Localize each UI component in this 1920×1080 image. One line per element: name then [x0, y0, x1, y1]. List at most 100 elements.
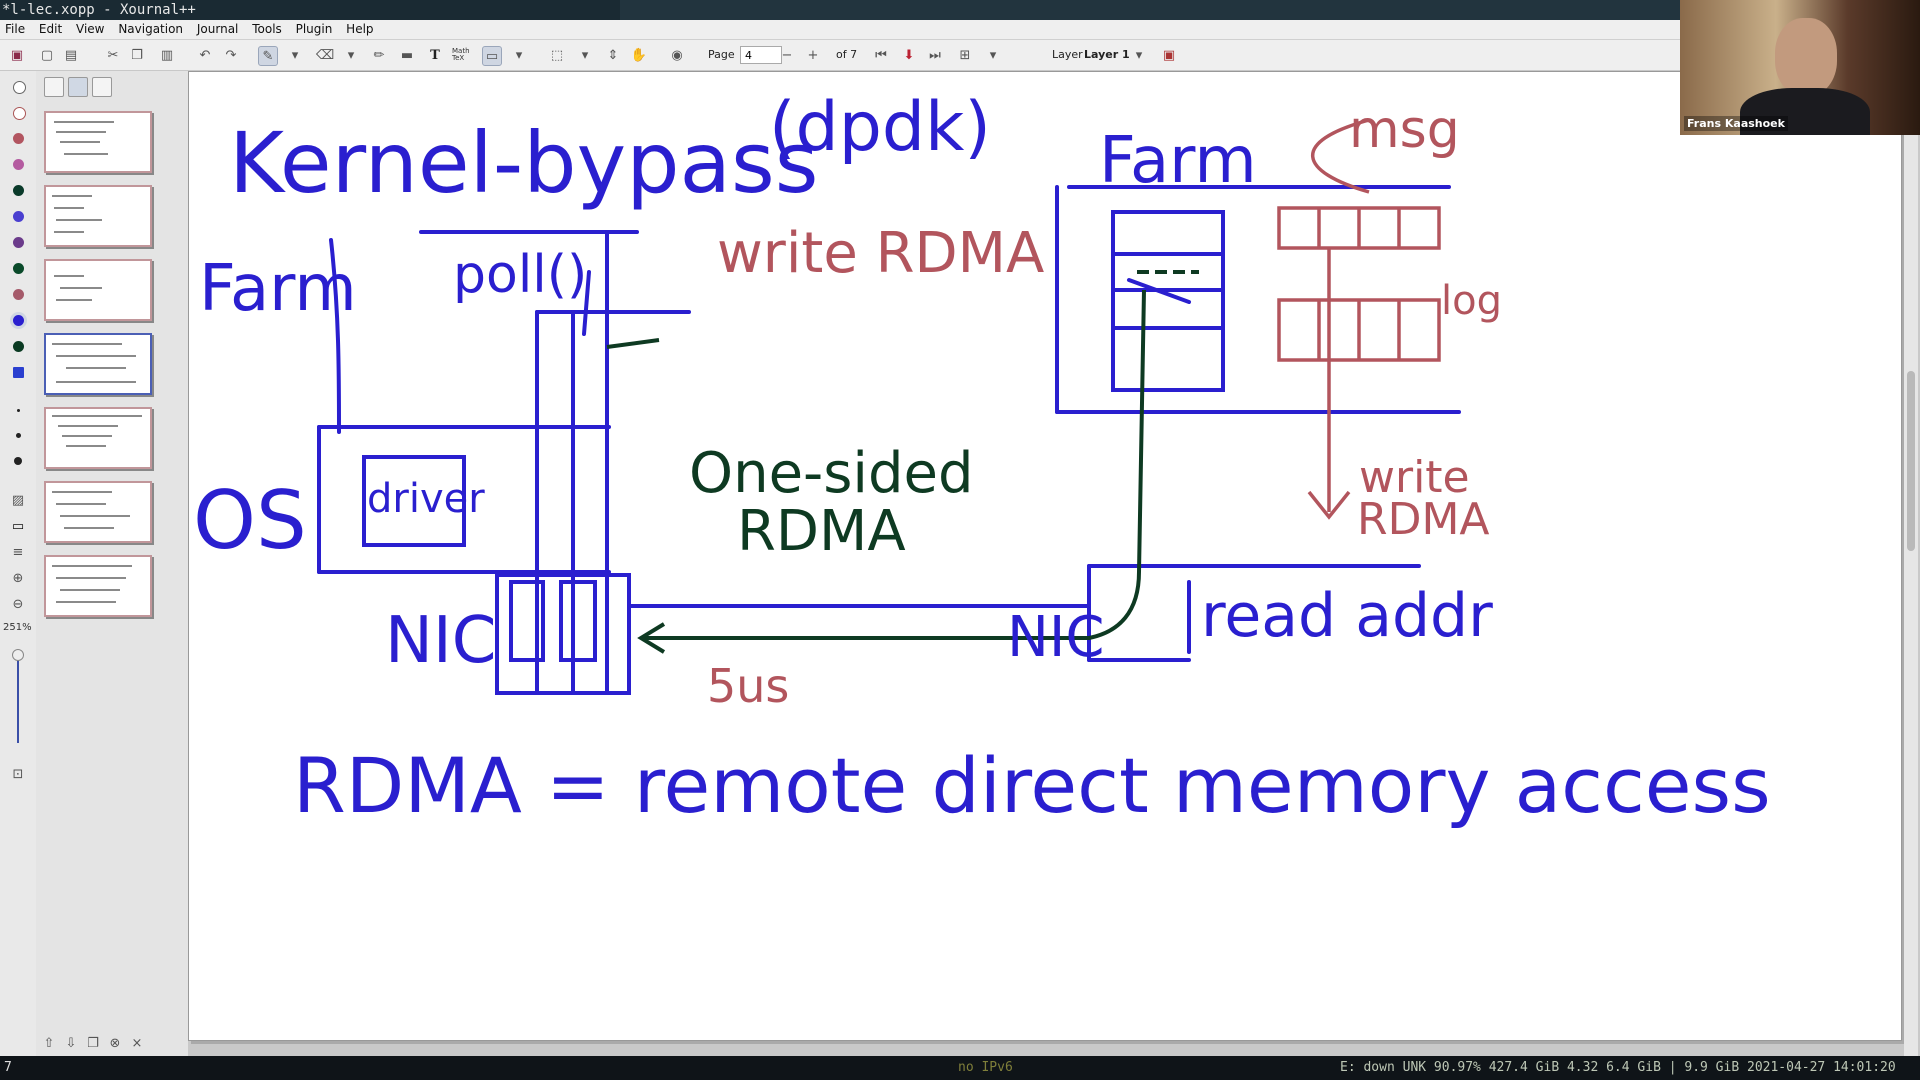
last-page-icon[interactable]: ⏭	[929, 47, 941, 63]
blue-strokes	[317, 185, 1461, 695]
color-green[interactable]	[13, 263, 24, 274]
math-tex-icon[interactable]: Math TeX	[452, 47, 470, 62]
audio-icon[interactable]: ◉	[671, 47, 683, 63]
webcam-overlay: Frans Kaashoek	[1680, 0, 1920, 135]
save-icon[interactable]: ▣	[10, 47, 24, 63]
delete-page-icon[interactable]: ⊗	[109, 1035, 121, 1051]
copy-page-icon[interactable]: ❐	[87, 1035, 99, 1051]
page-down-icon[interactable]: ⇩	[65, 1035, 77, 1051]
menu-journal[interactable]: Journal	[196, 22, 239, 36]
menu-file[interactable]: File	[5, 22, 26, 36]
presenter-body	[1740, 88, 1870, 135]
vertical-scrollbar[interactable]	[1904, 71, 1918, 1056]
redo-icon[interactable]: ↷	[225, 47, 237, 63]
page-number-field[interactable]: 4	[740, 46, 782, 64]
presenter-face	[1775, 18, 1837, 96]
pen-icon[interactable]: ✎	[258, 46, 278, 66]
presenter-name: Frans Kaashoek	[1684, 116, 1788, 131]
page-thumb-5[interactable]	[44, 407, 152, 469]
dpdk-text: (dpdk)	[769, 88, 991, 167]
text-tool-icon[interactable]: T	[430, 47, 440, 63]
tab-page-previews[interactable]	[68, 77, 88, 97]
color-purple[interactable]	[13, 237, 24, 248]
color-blue-violet[interactable]	[13, 211, 24, 222]
tab-outline[interactable]	[44, 77, 64, 97]
title-text: Kernel-bypass	[229, 114, 819, 212]
color-rose[interactable]	[13, 289, 24, 300]
thickness-thin[interactable]	[17, 409, 20, 412]
zoom-in-icon[interactable]: ⊕	[12, 570, 24, 586]
close-sidebar-icon[interactable]: ×	[131, 1035, 143, 1051]
menu-edit[interactable]: Edit	[38, 22, 63, 36]
journal-page[interactable]: Kernel-bypass (dpdk) Farm poll() write R…	[188, 71, 1902, 1041]
page-up-icon[interactable]: ⇧	[43, 1035, 55, 1051]
fill-icon[interactable]: ▨	[11, 492, 25, 508]
menu-tools[interactable]: Tools	[252, 22, 282, 36]
paste-icon[interactable]: ▥	[160, 47, 174, 63]
color-red[interactable]	[13, 133, 24, 144]
page-thumb-4[interactable]	[44, 333, 152, 395]
tab-layer-previews[interactable]	[92, 77, 112, 97]
image-icon[interactable]: ▬	[400, 47, 414, 63]
select-dropdown-icon[interactable]: ▾	[581, 47, 589, 63]
menu-plugin[interactable]: Plugin	[295, 22, 333, 36]
page-dropdown-icon[interactable]: ▾	[989, 47, 997, 63]
fullscreen-icon[interactable]: ▣	[1162, 47, 1176, 63]
page-thumb-3[interactable]	[44, 259, 152, 321]
open-icon[interactable]: ▤	[64, 47, 78, 63]
layer-dropdown-icon[interactable]: ▾	[1135, 47, 1143, 63]
cut-icon[interactable]: ✂	[107, 47, 119, 63]
driver-text: driver	[367, 476, 485, 522]
scrollbar-thumb[interactable]	[1907, 371, 1915, 551]
msg-curve	[1311, 118, 1370, 194]
menu-navigation[interactable]: Navigation	[118, 22, 184, 36]
color-magenta[interactable]	[13, 159, 24, 170]
shape-recognizer-icon[interactable]: ▭	[482, 46, 502, 66]
eraser-icon[interactable]: ⌫	[315, 47, 335, 63]
thickness-medium[interactable]	[16, 433, 21, 438]
zoom-fit-icon[interactable]: ⊡	[12, 766, 24, 782]
os-text: OS	[193, 474, 307, 567]
color-dark-green[interactable]	[13, 185, 24, 196]
page-count: of 7	[836, 48, 858, 61]
color-outline-red[interactable]	[13, 107, 26, 120]
eraser-dropdown-icon[interactable]: ▾	[347, 47, 355, 63]
write-text: write	[1359, 452, 1470, 503]
page-decrement-icon[interactable]: −	[781, 47, 793, 63]
color-black-green[interactable]	[13, 341, 24, 352]
page-thumb-1[interactable]	[44, 111, 152, 173]
menu-view[interactable]: View	[76, 22, 105, 36]
green-strokes	[606, 270, 1199, 654]
thickness-thick[interactable]	[14, 457, 22, 465]
new-page-icon[interactable]: ▢	[40, 47, 54, 63]
menu-help[interactable]: Help	[346, 22, 374, 36]
vertical-space-icon[interactable]: ⇕	[607, 47, 619, 63]
color-square-blue[interactable]	[13, 367, 24, 378]
page-thumb-2[interactable]	[44, 185, 152, 247]
monitor-icon[interactable]: ▭	[11, 518, 25, 534]
page-increment-icon[interactable]: +	[807, 47, 819, 63]
copy-icon[interactable]: ❐	[131, 47, 143, 63]
first-page-icon[interactable]: ⏮	[875, 47, 887, 63]
layer-select[interactable]: Layer 1	[1084, 48, 1130, 61]
zoom-out-icon[interactable]: ⊖	[12, 596, 24, 612]
workspace-number[interactable]: 7	[4, 1060, 12, 1075]
pen-dropdown-icon[interactable]: ▾	[291, 47, 299, 63]
zoom-slider-track[interactable]	[17, 653, 19, 743]
select-rect-icon[interactable]: ⬚	[550, 47, 564, 63]
page-thumb-6[interactable]	[44, 481, 152, 543]
layers-icon[interactable]: ≡	[12, 544, 24, 560]
shape-dropdown-icon[interactable]: ▾	[515, 47, 523, 63]
color-blue-selected[interactable]	[13, 315, 24, 326]
highlighter-icon[interactable]: ✏	[373, 47, 385, 63]
color-white[interactable]	[13, 81, 26, 94]
page-thumb-7[interactable]	[44, 555, 152, 617]
poll-text: poll()	[453, 245, 587, 305]
nic-slot-2	[559, 580, 597, 662]
new-page-after-icon[interactable]: ⊞	[959, 47, 971, 63]
hand-tool-icon[interactable]: ✋	[630, 47, 648, 63]
undo-icon[interactable]: ↶	[199, 47, 211, 63]
previous-annotation-icon[interactable]: ⬇	[903, 47, 915, 63]
memory-region	[1111, 210, 1225, 392]
zoom-slider-handle[interactable]	[12, 649, 24, 661]
